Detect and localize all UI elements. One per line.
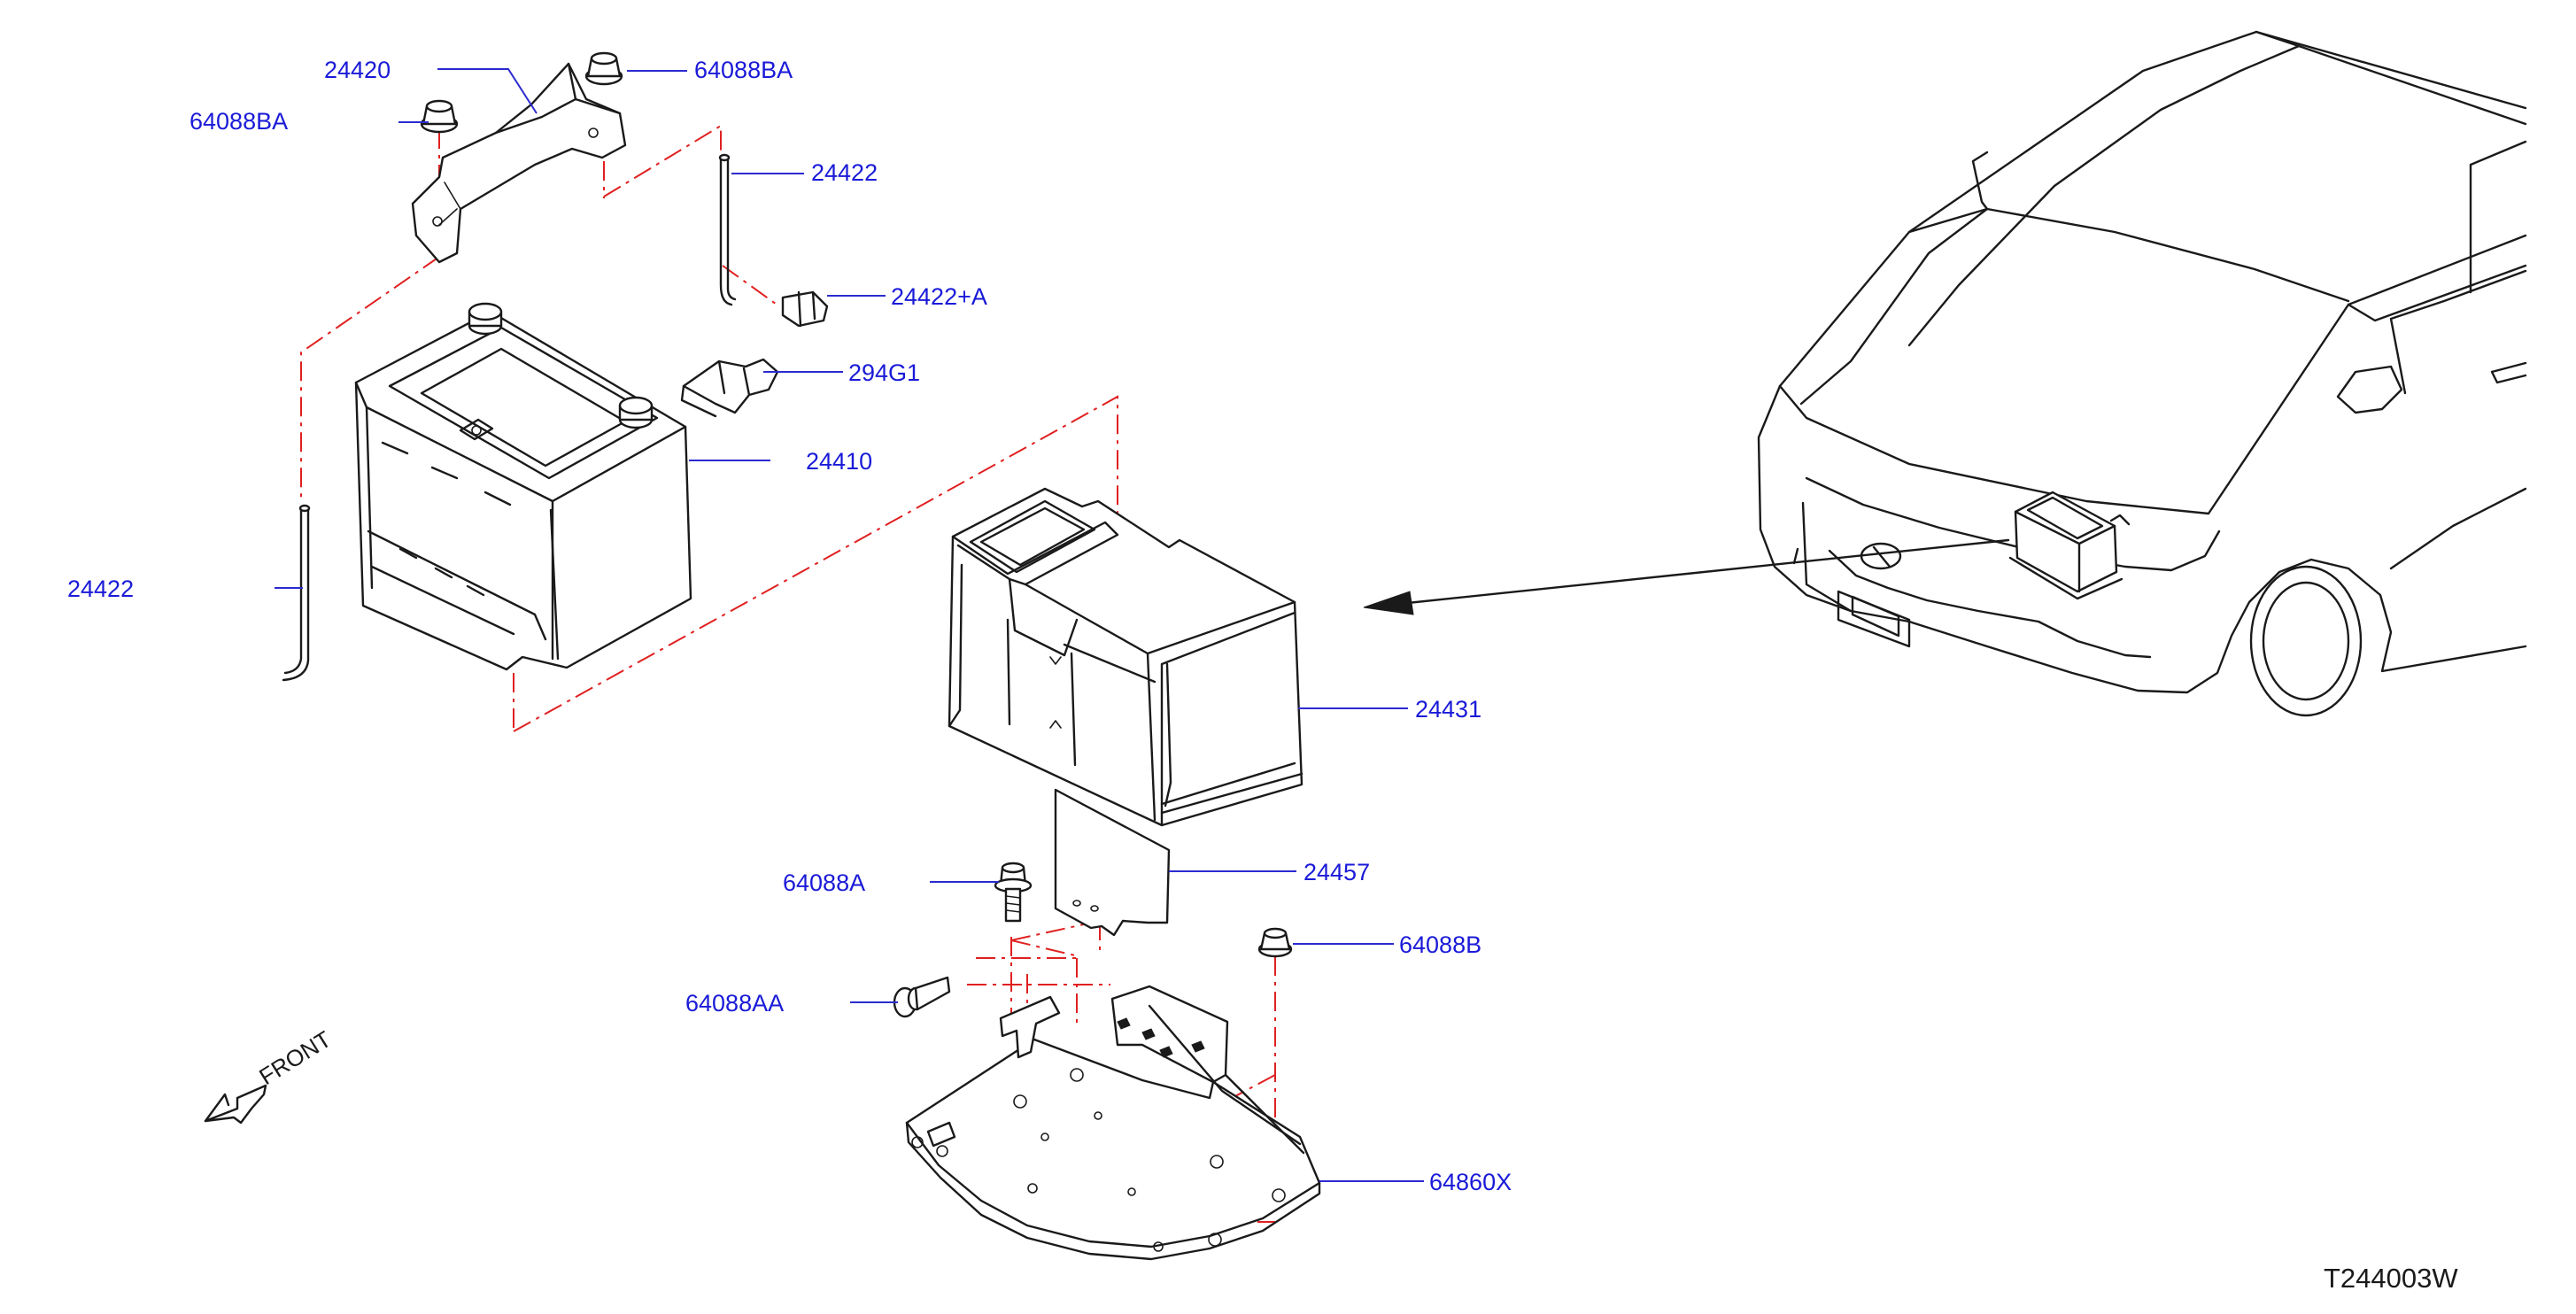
callout-64088aa: 64088AA xyxy=(685,990,784,1016)
hook-rod-left xyxy=(282,504,311,682)
front-direction-arrow: FRONT xyxy=(204,1025,336,1125)
vehicle-outline xyxy=(1757,30,2527,717)
hold-down-bracket xyxy=(411,62,627,264)
battery-24410 xyxy=(354,302,692,671)
callout-64088ba-left: 64088BA xyxy=(190,108,288,135)
flange-nut-top-right xyxy=(584,51,623,86)
callout-64088ba-right: 64088BA xyxy=(694,57,793,83)
insulator-plate-24457 xyxy=(1054,788,1171,937)
callout-24422-left: 24422 xyxy=(67,576,134,602)
flange-bolt-64088aa xyxy=(893,976,951,1018)
figure-id: T244003W xyxy=(2324,1263,2458,1294)
callout-64860x: 64860X xyxy=(1429,1169,1512,1195)
callout-24422-right: 24422 xyxy=(811,159,878,186)
callout-24422a: 24422+A xyxy=(891,283,987,310)
harness-clip-294g1 xyxy=(680,358,779,418)
callout-64088b: 64088B xyxy=(1399,931,1481,958)
battery-case-24431 xyxy=(948,487,1303,827)
callout-294g1: 294G1 xyxy=(848,359,920,386)
hook-rod-right xyxy=(718,153,737,306)
callout-64088a: 64088A xyxy=(783,870,865,896)
callout-24420: 24420 xyxy=(324,57,391,83)
flange-nut-top-left xyxy=(420,99,459,134)
front-label: FRONT xyxy=(254,1025,336,1090)
flange-bolt-64088a xyxy=(994,862,1033,923)
callout-24410: 24410 xyxy=(806,448,872,475)
callout-labels: 24420 64088BA 64088BA 24422 24422+A 294G… xyxy=(67,57,1512,1195)
callout-24457: 24457 xyxy=(1303,859,1370,885)
location-arrow xyxy=(1363,538,2010,615)
battery-tray-64860x xyxy=(905,985,1321,1261)
flange-nut-64088b xyxy=(1257,927,1293,958)
callout-24431: 24431 xyxy=(1415,696,1481,723)
leader-lines xyxy=(275,68,1424,1182)
rod-clip xyxy=(781,290,829,328)
